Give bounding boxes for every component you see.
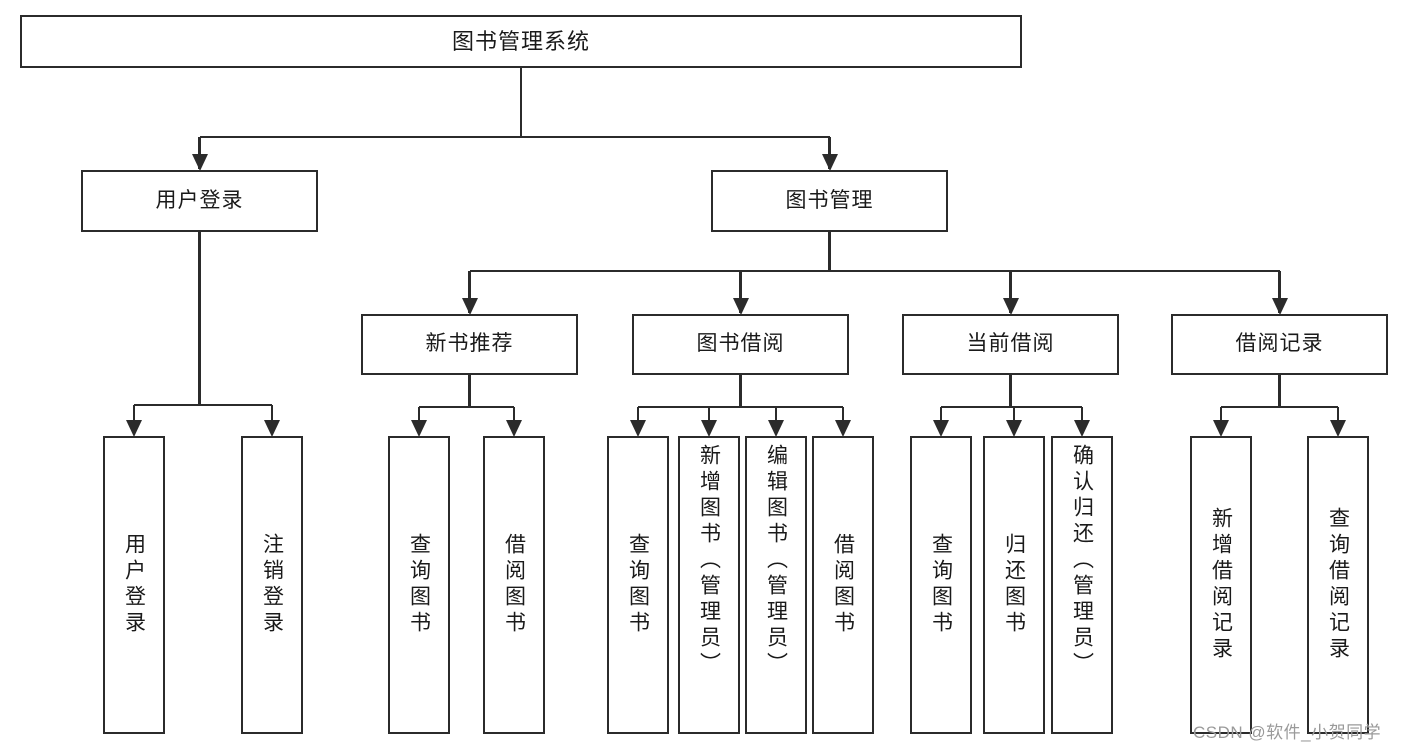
node-current-borrow[interactable]: 当前借阅 <box>902 314 1119 375</box>
node-root[interactable]: 图书管理系统 <box>20 15 1022 68</box>
node-label: 用户登录 <box>155 188 244 212</box>
leaf-label: 编辑图书（管理员） <box>764 444 788 678</box>
connector-borrow-record-bus <box>1221 405 1338 409</box>
arrow-head-icon <box>1002 298 1019 315</box>
connector-current-borrow-stem <box>1009 375 1012 407</box>
arrow-head-icon <box>630 420 646 437</box>
leaf-leaf-return-book[interactable]: 归还图书 <box>983 436 1045 734</box>
connector-book-borrow-stem <box>739 375 742 407</box>
leaf-leaf-confirm-return[interactable]: 确认归还（管理员） <box>1051 436 1113 734</box>
arrow-head-icon <box>1330 420 1346 437</box>
node-book-manage[interactable]: 图书管理 <box>711 170 948 232</box>
connector-book-borrow-bus <box>638 405 843 409</box>
watermark-label: CSDN @软件_小贺同学 <box>1193 723 1382 742</box>
connector-to-current-borrow <box>1009 271 1012 313</box>
leaf-label: 确认归还（管理员） <box>1070 444 1094 678</box>
arrow-head-icon <box>835 420 851 437</box>
node-new-book-recommend[interactable]: 新书推荐 <box>361 314 578 375</box>
node-label: 图书管理 <box>785 188 874 212</box>
leaf-leaf-query-book-1[interactable]: 查询图书 <box>388 436 450 734</box>
arrow-head-icon <box>1213 420 1229 437</box>
arrow-head-icon <box>506 420 522 437</box>
node-label: 当前借阅 <box>966 332 1055 356</box>
connector-new-book-recommend-stem <box>468 375 471 407</box>
leaf-leaf-add-record[interactable]: 新增借阅记录 <box>1190 436 1252 734</box>
connector-root-bus <box>199 135 830 139</box>
leaf-leaf-user-login[interactable]: 用户登录 <box>103 436 165 734</box>
leaf-label: 查询图书 <box>626 533 650 637</box>
leaf-leaf-query-book-2[interactable]: 查询图书 <box>607 436 669 734</box>
connector-to-book-borrow <box>739 271 742 313</box>
arrow-head-icon <box>264 420 280 437</box>
leaf-leaf-borrow-book-2[interactable]: 借阅图书 <box>812 436 874 734</box>
leaf-leaf-query-book-3[interactable]: 查询图书 <box>910 436 972 734</box>
leaf-leaf-query-record[interactable]: 查询借阅记录 <box>1307 436 1369 734</box>
leaf-label: 新增借阅记录 <box>1209 507 1233 663</box>
node-book-borrow[interactable]: 图书借阅 <box>632 314 849 375</box>
arrow-head-icon <box>768 420 784 437</box>
arrow-head-icon <box>821 154 838 171</box>
node-label: 借阅记录 <box>1235 332 1324 356</box>
connector-new-book-recommend-bus <box>419 405 514 409</box>
arrow-head-icon <box>732 298 749 315</box>
arrow-head-icon <box>126 420 142 437</box>
leaf-label: 注销登录 <box>260 533 284 637</box>
arrow-head-icon <box>1006 420 1022 437</box>
connector-to-book-manage <box>828 137 831 169</box>
connector-current-borrow-bus <box>941 405 1082 409</box>
leaf-label: 借阅图书 <box>831 533 855 637</box>
connector-to-new-book-recommend <box>468 271 471 313</box>
leaf-label: 归还图书 <box>1002 533 1026 637</box>
leaf-label: 用户登录 <box>122 533 146 637</box>
leaf-label: 新增图书（管理员） <box>697 444 721 678</box>
leaf-leaf-add-book[interactable]: 新增图书（管理员） <box>678 436 740 734</box>
connector-to-borrow-record <box>1278 271 1281 313</box>
connector-book-manage-bus <box>469 269 1280 273</box>
arrow-head-icon <box>191 154 208 171</box>
leaf-label: 查询图书 <box>929 533 953 637</box>
leaf-leaf-logout[interactable]: 注销登录 <box>241 436 303 734</box>
arrow-head-icon <box>411 420 427 437</box>
connector-user-login-stem <box>198 232 201 405</box>
leaf-label: 查询借阅记录 <box>1326 507 1350 663</box>
arrow-head-icon <box>701 420 717 437</box>
node-label: 新书推荐 <box>425 332 514 356</box>
arrow-head-icon <box>1271 298 1288 315</box>
connector-borrow-record-stem <box>1278 375 1281 407</box>
arrow-head-icon <box>933 420 949 437</box>
connector-root-stem <box>519 68 523 137</box>
leaf-label: 借阅图书 <box>502 533 526 637</box>
arrow-head-icon <box>461 298 478 315</box>
leaf-leaf-edit-book[interactable]: 编辑图书（管理员） <box>745 436 807 734</box>
connector-to-user-login <box>198 137 201 169</box>
node-borrow-record[interactable]: 借阅记录 <box>1171 314 1388 375</box>
leaf-label: 查询图书 <box>407 533 431 637</box>
leaf-leaf-borrow-book-1[interactable]: 借阅图书 <box>483 436 545 734</box>
arrow-head-icon <box>1074 420 1090 437</box>
connector-user-login-bus <box>134 403 272 407</box>
node-label: 图书管理系统 <box>451 28 590 54</box>
node-label: 图书借阅 <box>696 332 785 356</box>
node-user-login[interactable]: 用户登录 <box>81 170 318 232</box>
connector-book-manage-stem <box>828 232 831 271</box>
